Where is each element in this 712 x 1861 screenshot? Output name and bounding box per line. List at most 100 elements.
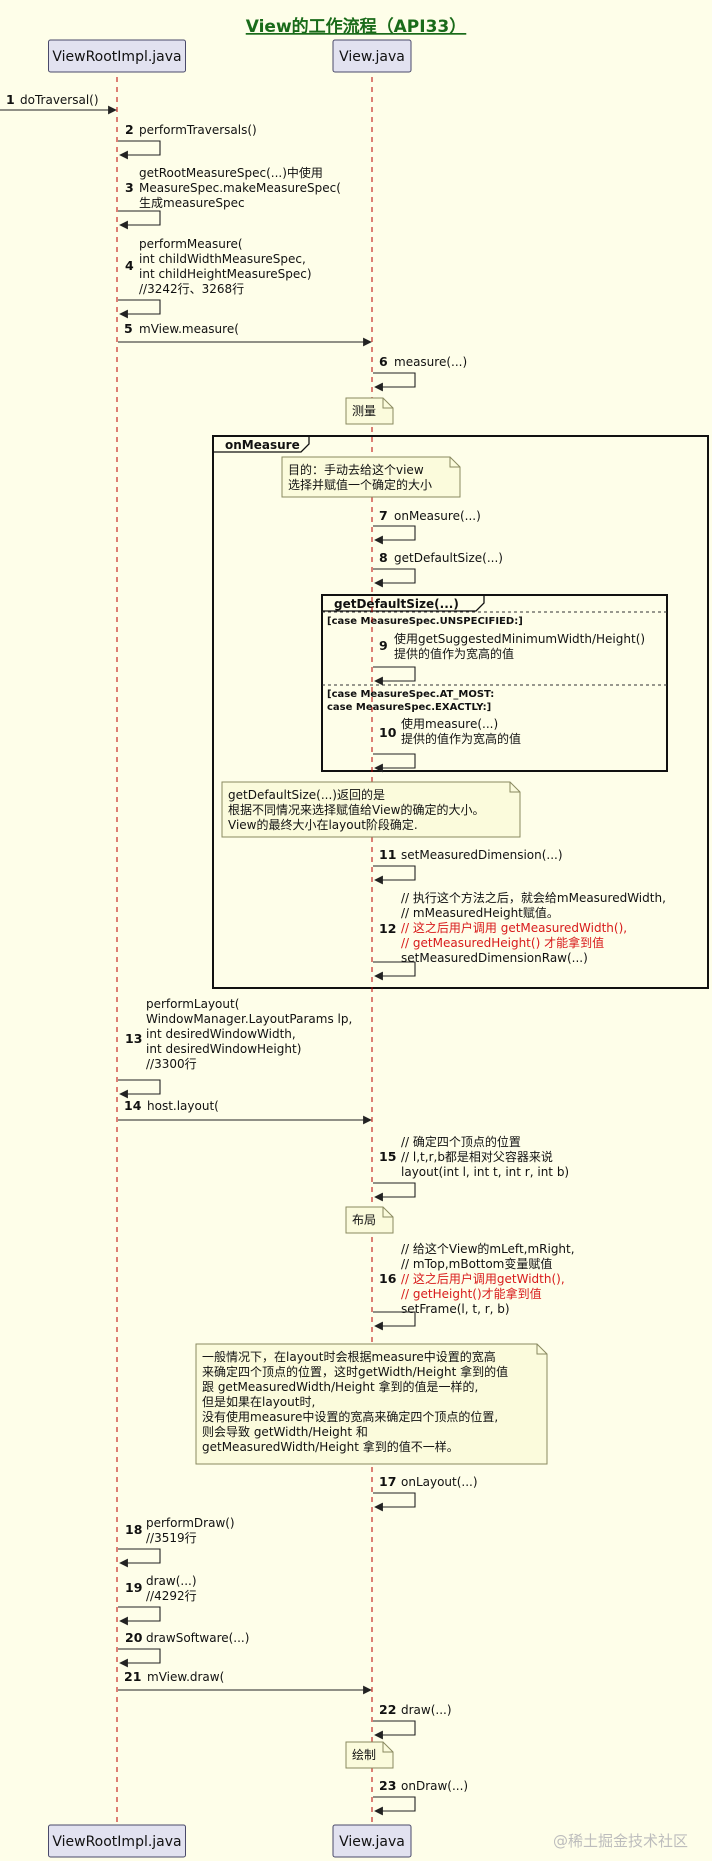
message-number: 7: [379, 508, 388, 523]
note-text: 则会导致 getWidth/Height 和: [202, 1425, 368, 1439]
message-label: draw(...): [146, 1574, 197, 1588]
self-message-arrow: [373, 525, 416, 545]
note-text: View的最终大小在layout阶段确定.: [228, 817, 418, 832]
message-label: draw(...): [401, 1703, 452, 1717]
message-label: setMeasuredDimensionRaw(...): [401, 951, 588, 965]
message-number: 12: [379, 921, 396, 936]
alt-condition-label: [case MeasureSpec.AT_MOST:: [327, 689, 494, 700]
participant-label: ViewRootImpl.java: [52, 49, 181, 65]
note-text: 跟 getMeasuredWidth/Height 拿到的值是一样的,: [202, 1379, 478, 1394]
frame-getdefaultsize-title: getDefaultSize(...): [334, 597, 459, 611]
self-message-arrow: [373, 372, 416, 392]
message-label: performMeasure(: [139, 237, 243, 251]
message-label: onMeasure(...): [394, 509, 481, 523]
alt-condition-label: case MeasureSpec.EXACTLY:]: [327, 702, 491, 713]
note: getDefaultSize(...)返回的是根据不同情况来选择赋值给View的…: [221, 781, 521, 838]
message-number: 10: [379, 725, 397, 740]
message-label: //4292行: [146, 1589, 197, 1603]
message-number: 14: [124, 1098, 142, 1113]
message-label: drawSoftware(...): [146, 1631, 249, 1645]
message-label: performDraw(): [146, 1516, 235, 1530]
participant-box-bottom: [48, 1824, 186, 1858]
message-number: 17: [379, 1474, 396, 1489]
message-label: getRootMeasureSpec(...)中使用: [139, 165, 323, 180]
message-label: int childHeightMeasureSpec): [139, 267, 312, 281]
message-number: 9: [379, 638, 388, 653]
message-label: int desiredWindowHeight): [146, 1042, 301, 1056]
message-label: // getMeasuredHeight() 才能拿到值: [401, 935, 604, 950]
frame-onmeasure: [212, 435, 709, 989]
message-label: mView.measure(: [139, 322, 239, 336]
message-number: 4: [125, 258, 134, 273]
message-label: // l,t,r,b都是相对父容器来说: [401, 1149, 553, 1164]
message-label: performTraversals(): [139, 123, 257, 137]
message-label: // 确定四个顶点的位置: [401, 1134, 521, 1149]
message-label: int childWidthMeasureSpec,: [139, 252, 306, 266]
message-number: 15: [379, 1149, 396, 1164]
message-label: WindowManager.LayoutParams lp,: [146, 1012, 352, 1026]
message-label: 提供的值作为宽高的值: [401, 731, 521, 746]
message-label: // getHeight()才能拿到值: [401, 1286, 542, 1301]
self-message-arrow: [373, 1182, 416, 1202]
self-message-arrow: [373, 1311, 416, 1331]
self-message-arrow: [373, 961, 416, 981]
self-message-arrow: [373, 865, 416, 885]
message-number: 3: [125, 180, 134, 195]
message-number: 18: [125, 1522, 142, 1537]
self-message-arrow: [373, 1720, 416, 1740]
note-text: 绘制: [352, 1747, 376, 1762]
note-text: 一般情况下，在layout时会根据measure中设置的宽高: [202, 1349, 496, 1364]
message-label: onLayout(...): [401, 1475, 478, 1489]
message-label: //3300行: [146, 1057, 197, 1071]
participant-box-top: [48, 39, 186, 73]
message-label: //3242行、3268行: [139, 282, 244, 296]
participant-box-top: [332, 39, 412, 73]
message-label: // 这之后用户调用getWidth(),: [401, 1271, 565, 1286]
note: 布局: [345, 1206, 394, 1234]
message-number: 23: [379, 1778, 396, 1793]
message-label: setMeasuredDimension(...): [401, 848, 563, 862]
message-number: 13: [125, 1031, 142, 1046]
message-number: 22: [379, 1702, 396, 1717]
message-label: int desiredWindowWidth,: [146, 1027, 296, 1041]
alt-condition-label: [case MeasureSpec.UNSPECIFIED:]: [327, 616, 523, 627]
message-label: // mTop,mBottom变量赋值: [401, 1256, 552, 1271]
self-message-arrow: [373, 568, 416, 588]
note-text: getMeasuredWidth/Height 拿到的值不一样。: [202, 1439, 459, 1454]
message-number: 6: [379, 354, 388, 369]
message-label: MeasureSpec.makeMeasureSpec(: [139, 181, 341, 195]
message-label: 生成measureSpec: [139, 196, 245, 210]
self-message-arrow: [118, 140, 161, 160]
message-label: 提供的值作为宽高的值: [394, 646, 514, 661]
message-label: doTraversal(): [20, 93, 99, 107]
note: 绘制: [345, 1741, 394, 1769]
message-number: 21: [124, 1669, 141, 1684]
message-number: 11: [379, 847, 396, 862]
note-text: 没有使用measure中设置的宽高来确定四个顶点的位置,: [202, 1409, 498, 1424]
self-message-arrow: [118, 1648, 161, 1668]
message-label: // mMeasuredHeight赋值。: [401, 905, 559, 920]
note-text: 选择并赋值一个确定的大小: [288, 477, 432, 492]
note-text: 但是如果在layout时,: [202, 1394, 315, 1409]
message-number: 8: [379, 550, 388, 565]
participant-label: ViewRootImpl.java: [52, 1834, 181, 1850]
message-label: // 执行这个方法之后，就会给mMeasuredWidth,: [401, 890, 666, 905]
note-text: 根据不同情况来选择赋值给View的确定的大小。: [228, 802, 484, 817]
self-message-arrow: [373, 666, 416, 686]
watermark: @稀土掘金技术社区: [553, 1832, 688, 1850]
note: 一般情况下，在layout时会根据measure中设置的宽高来确定四个顶点的位置…: [195, 1343, 548, 1465]
message-number: 5: [124, 321, 133, 336]
self-message-arrow: [118, 299, 161, 319]
self-message-arrow: [373, 1492, 416, 1512]
message-number: 2: [125, 122, 134, 137]
message-number: 16: [379, 1271, 397, 1286]
message-label: host.layout(: [147, 1099, 219, 1113]
frame-getdefaultsize: [321, 594, 668, 772]
message-label: // 给这个View的mLeft,mRight,: [401, 1241, 575, 1256]
message-label: 使用getSuggestedMinimumWidth/Height(): [394, 631, 645, 646]
message-label: getDefaultSize(...): [394, 551, 503, 565]
message-number: 1: [6, 92, 15, 107]
message-label: mView.draw(: [147, 1670, 224, 1684]
